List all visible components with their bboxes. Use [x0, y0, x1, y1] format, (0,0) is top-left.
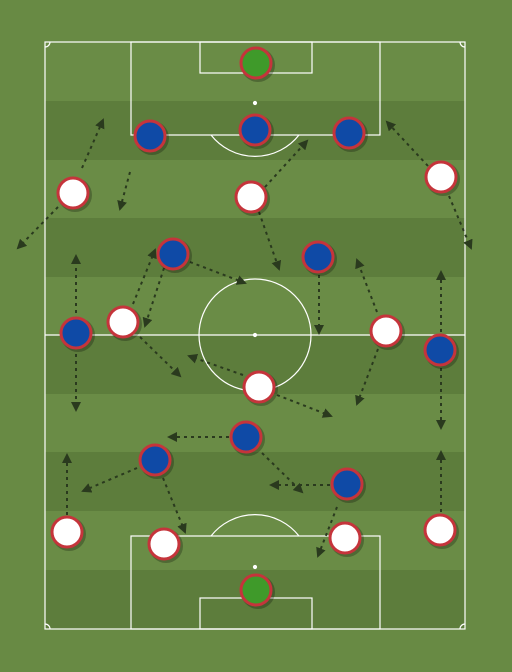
- players: [50, 46, 460, 609]
- center-spot: [252, 332, 258, 338]
- player-marker-blue-fwd-c: [229, 420, 265, 456]
- grass-stripes: [45, 42, 465, 629]
- player-disc: [330, 467, 364, 501]
- penalty-arc-bottom: [210, 514, 300, 537]
- player-disc: [239, 573, 273, 607]
- penalty-spot-bottom: [252, 564, 258, 570]
- grass-stripe: [45, 511, 465, 570]
- player-marker-white-def-ll: [50, 515, 86, 551]
- movement-arrow: [162, 477, 187, 534]
- player-disc: [56, 176, 90, 210]
- player-disc: [147, 527, 181, 561]
- player-disc: [242, 370, 276, 404]
- player-marker-white-fwd-r: [424, 160, 460, 196]
- movement-arrow: [355, 348, 379, 406]
- player-disc: [156, 237, 190, 271]
- movement-arrow: [385, 120, 429, 167]
- corner-arc-bottom-right: [459, 623, 466, 630]
- player-disc: [50, 515, 84, 549]
- movement-arrow: [16, 206, 59, 250]
- player-marker-gk-top: [239, 46, 275, 82]
- movement-arrow: [264, 139, 309, 188]
- penalty-spot-top: [252, 100, 258, 106]
- movement-arrows: [16, 118, 473, 558]
- movement-arrow: [276, 394, 333, 418]
- grass-stripe: [45, 452, 465, 511]
- corner-arc-top-left: [44, 41, 51, 48]
- player-marker-white-def-r: [328, 521, 364, 557]
- player-marker-white-fwd-c: [234, 180, 270, 216]
- movement-arrow: [448, 195, 473, 250]
- player-marker-blue-fwd-r: [330, 467, 366, 503]
- player-disc: [332, 116, 366, 150]
- player-disc: [423, 333, 457, 367]
- player-marker-white-mid-c: [242, 370, 278, 406]
- movement-arrow: [355, 258, 378, 313]
- player-marker-gk-bottom: [239, 573, 275, 609]
- movement-arrow: [142, 267, 165, 328]
- player-disc: [133, 119, 167, 153]
- player-marker-blue-def-r: [332, 116, 368, 152]
- movement-arrow: [187, 353, 244, 376]
- player-disc: [301, 240, 335, 274]
- player-disc: [238, 113, 272, 147]
- player-marker-white-def-rr: [423, 513, 459, 549]
- player-disc: [59, 316, 93, 350]
- player-disc: [239, 46, 273, 80]
- player-marker-white-fwd-l: [56, 176, 92, 212]
- movement-arrow: [81, 467, 138, 493]
- player-marker-white-def-l: [147, 527, 183, 563]
- player-disc: [423, 513, 457, 547]
- player-disc: [229, 420, 263, 454]
- player-disc: [106, 305, 140, 339]
- player-marker-blue-wing-l: [59, 316, 95, 352]
- corner-arc-bottom-left: [44, 623, 51, 630]
- movement-arrow: [258, 211, 282, 271]
- player-disc: [369, 314, 403, 348]
- player-marker-blue-def-l: [133, 119, 169, 155]
- player-marker-blue-wing-r: [423, 333, 459, 369]
- player-marker-blue-def-c: [238, 113, 274, 149]
- movement-arrow: [189, 261, 247, 285]
- player-disc: [328, 521, 362, 555]
- grass-stripe: [45, 218, 465, 277]
- movement-arrow: [132, 248, 157, 305]
- player-disc: [138, 443, 172, 477]
- corner-arc-top-right: [459, 41, 466, 48]
- player-disc: [234, 180, 268, 214]
- player-marker-blue-mid-l: [156, 237, 192, 273]
- player-disc: [424, 160, 458, 194]
- movement-arrow: [261, 452, 304, 494]
- penalty-arc-top: [210, 134, 300, 157]
- movement-arrow: [139, 336, 182, 378]
- player-marker-blue-fwd-l: [138, 443, 174, 479]
- player-marker-blue-mid-r: [301, 240, 337, 276]
- movement-arrow: [316, 506, 338, 558]
- movement-arrow: [81, 118, 105, 169]
- player-marker-white-mid-l: [106, 305, 142, 341]
- player-marker-white-mid-r: [369, 314, 405, 350]
